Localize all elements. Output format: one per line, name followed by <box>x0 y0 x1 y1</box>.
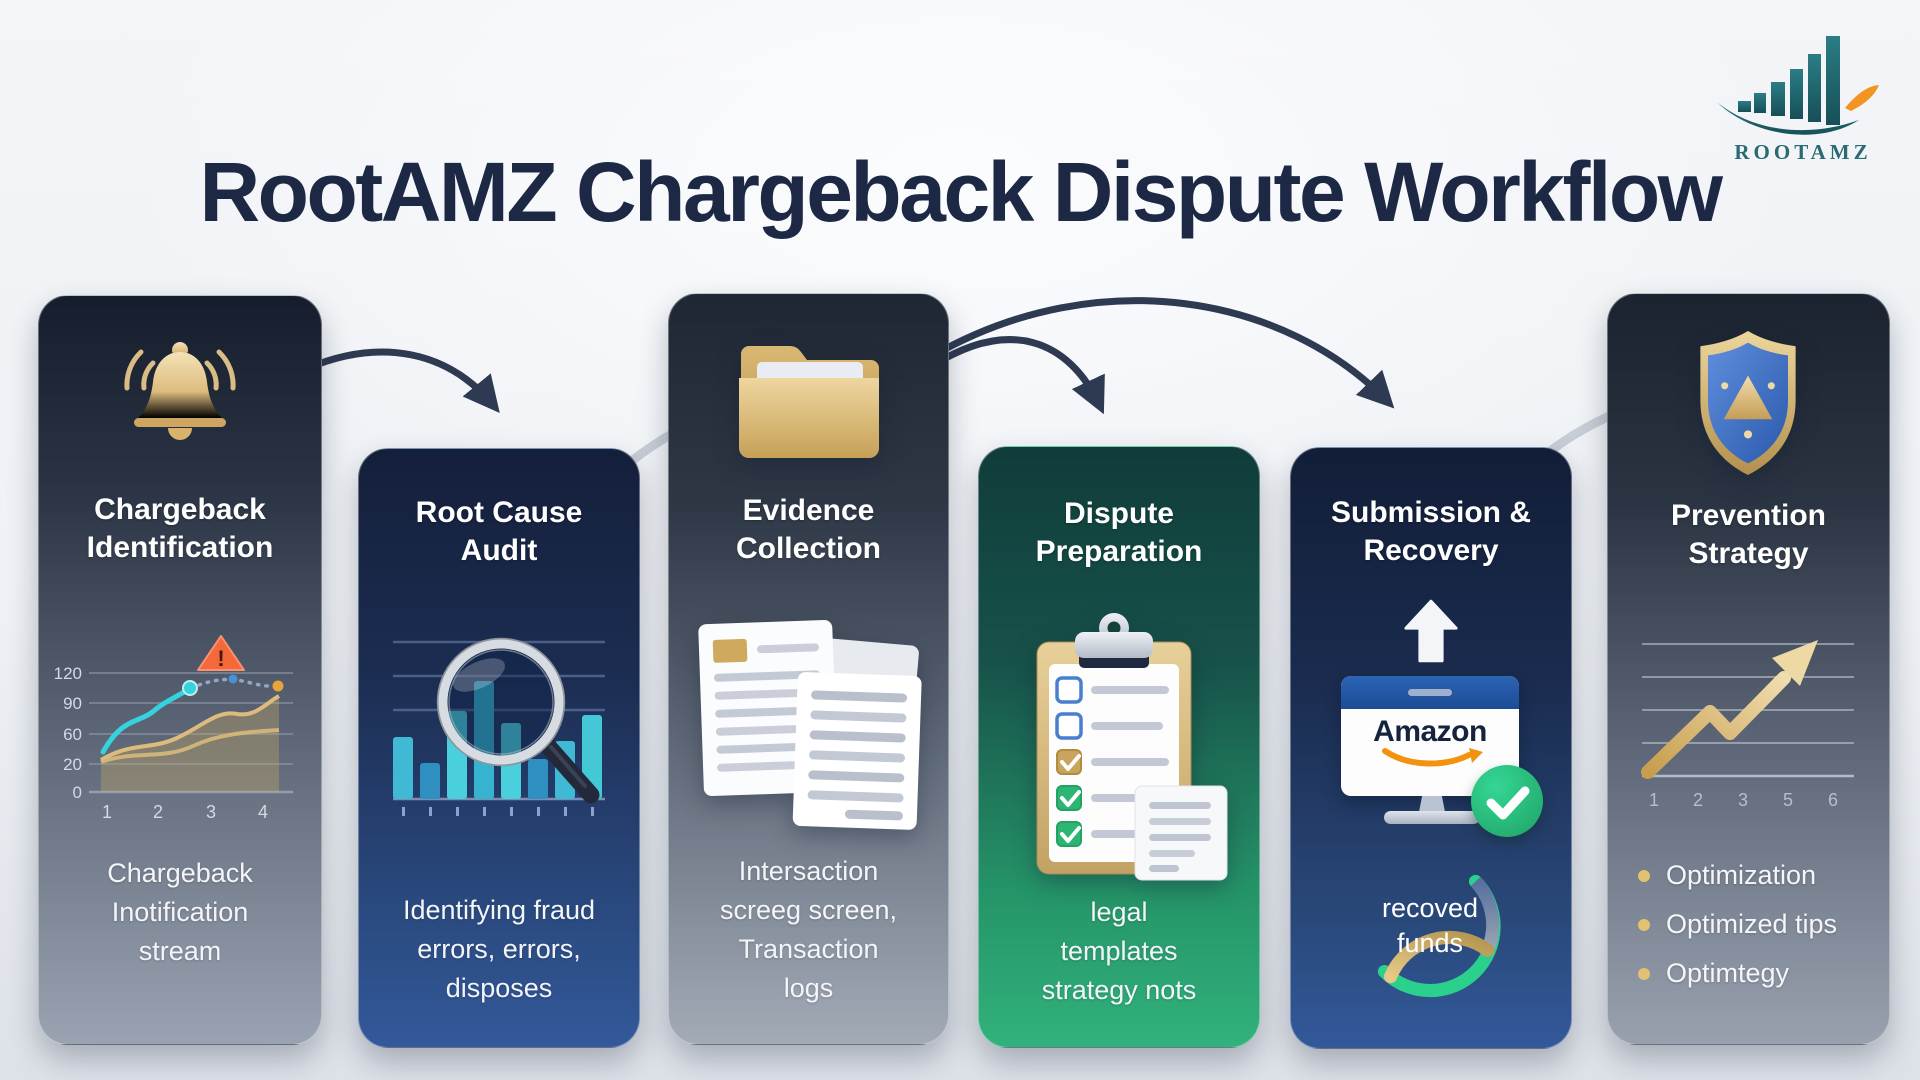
documents-icon <box>698 620 922 830</box>
list-item: Optimized tips <box>1638 909 1837 940</box>
growth-arrow-chart: 1 2 3 5 6 <box>1641 640 1854 810</box>
monitor-notch <box>1408 689 1452 696</box>
x-tick: 1 <box>102 802 112 822</box>
clipboard-checklist-icon <box>1036 613 1228 881</box>
recovery-progress-ring <box>1377 874 1501 998</box>
bullet-label: Optimized tips <box>1666 909 1838 939</box>
card-title: Submission & Recovery <box>1330 496 1532 568</box>
success-check-icon <box>1471 765 1543 837</box>
chargeback-trend-chart: 120 90 60 20 0 1 2 3 4 ! <box>54 635 293 822</box>
x-tick: 5 <box>1783 790 1793 810</box>
x-tick: 1 <box>1649 790 1659 810</box>
x-tick: 2 <box>153 802 163 822</box>
x-tick: 3 <box>1738 790 1748 810</box>
card-caption: Intersaction screeg screen, Transaction … <box>719 856 898 1004</box>
monitor-stand <box>1419 796 1445 812</box>
card-dispute-preparation: Dispute Preparation <box>978 446 1260 1048</box>
card-root-cause-audit: Root Cause Audit <box>358 448 640 1048</box>
y-tick: 0 <box>73 783 82 802</box>
svg-text:!: ! <box>217 646 224 671</box>
amazon-label: Amazon <box>1373 715 1487 748</box>
area-series <box>101 696 279 792</box>
card-title: Evidence Collection <box>735 494 881 566</box>
list-item: Optimtegy <box>1638 958 1837 989</box>
card-caption: legal templates strategy nots <box>1041 897 1197 1006</box>
prevention-bullet-list: Optimization Optimized tips Optimtegy <box>1638 860 1837 1007</box>
rootamz-logo-text: ROOTAMZ <box>1734 140 1872 164</box>
x-tick: 6 <box>1828 790 1838 810</box>
list-item: Optimization <box>1638 860 1837 891</box>
card-caption: Chargeback Inotification stream <box>107 858 253 967</box>
arrow-step3-to-step4 <box>930 336 1105 415</box>
cyan-line <box>100 687 190 755</box>
y-tick: 120 <box>54 664 82 683</box>
y-tick: 20 <box>63 755 82 774</box>
page-title: RootAMZ Chargeback Dispute Workflow <box>199 145 1723 239</box>
card-chargeback-identification: Chargeback Identification 120 90 60 20 0… <box>38 295 322 1045</box>
amazon-monitor-icon: Amazon <box>1341 676 1519 796</box>
monitor-titlebar <box>1341 676 1519 709</box>
bullet-icon <box>1638 918 1650 931</box>
card-title: Root Cause Audit <box>415 496 583 568</box>
magnifier-glass <box>436 637 600 804</box>
card-caption: Identifying fraud errors, errors, dispos… <box>402 895 596 1004</box>
arrow-step1-to-step2 <box>306 348 500 414</box>
amazon-smile-icon <box>1382 748 1483 767</box>
card-prevention-strategy: Prevention Strategy 1 2 3 5 6 <box>1607 293 1890 1045</box>
monitor-stand-base <box>1384 811 1480 824</box>
x-tick: 4 <box>258 802 268 822</box>
trend-arrow <box>1641 671 1791 779</box>
card-title: Dispute Preparation <box>1035 497 1203 569</box>
y-tick: 60 <box>63 725 82 744</box>
magnifier-bar-chart-icon <box>393 637 605 816</box>
orange-point <box>272 680 284 692</box>
gold-line-upper <box>99 694 281 762</box>
card-title: Prevention Strategy <box>1670 499 1827 571</box>
cyan-point <box>182 680 198 696</box>
rootamz-logo-icon <box>1717 36 1879 135</box>
blue-point <box>228 674 238 684</box>
card-submission-recovery: Submission & Recovery Amazon <box>1290 447 1572 1049</box>
dashed-projection-line <box>197 677 280 688</box>
card-evidence-collection: Evidence Collection <box>668 293 949 1045</box>
arrow-step3-to-step5 <box>934 297 1395 409</box>
checklist <box>1055 676 1169 847</box>
bullet-icon <box>1638 869 1650 882</box>
bullet-icon <box>1638 967 1650 980</box>
bullet-label: Optimtegy <box>1666 958 1790 988</box>
note-paper <box>1134 785 1228 881</box>
shield-icon <box>1700 331 1796 475</box>
gold-line-lower <box>100 728 280 764</box>
warning-icon: ! <box>197 635 245 671</box>
x-tick: 2 <box>1693 790 1703 810</box>
rootamz-logo: ROOTAMZ <box>1703 26 1903 165</box>
card-title: Chargeback Identification <box>86 493 274 565</box>
trend-arrowhead <box>1772 640 1818 686</box>
y-tick: 90 <box>63 694 82 713</box>
x-tick: 3 <box>206 802 216 822</box>
ring-label: recoved funds <box>1381 893 1479 959</box>
upload-arrow-icon <box>1404 599 1458 663</box>
bell-icon <box>124 342 236 440</box>
folder-icon <box>739 346 879 458</box>
bullet-label: Optimization <box>1666 860 1817 890</box>
